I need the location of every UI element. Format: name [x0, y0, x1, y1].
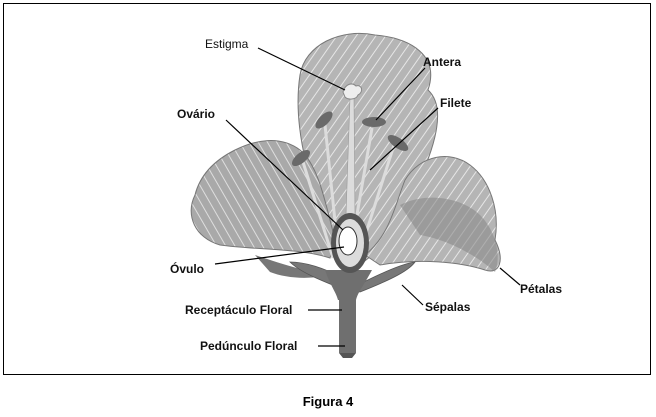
label-ovulo: Óvulo [170, 261, 204, 276]
ovule [338, 226, 358, 256]
right-sepal [351, 261, 416, 293]
label-filete: Filete [440, 96, 472, 110]
right-outer-petal [400, 197, 498, 272]
anther-mid [362, 117, 386, 127]
anther-left [291, 149, 311, 167]
leader-sepalas [401, 284, 424, 306]
peduncle [339, 298, 356, 353]
leader-ovulo [214, 246, 345, 265]
stigma [342, 83, 363, 100]
label-receptaculo: Receptáculo Floral [185, 303, 292, 317]
anther-left2 [315, 111, 333, 129]
figure-caption: Figura 4 [302, 394, 354, 409]
label-estigma: Estigma [205, 37, 249, 51]
leader-filete [369, 107, 439, 171]
label-pedunculo: Pedúnculo Floral [200, 339, 297, 353]
label-antera: Antera [423, 55, 461, 69]
label-sepalas: Sépalas [425, 300, 471, 314]
label-petalas: Pétalas [520, 282, 562, 296]
left-petal [190, 140, 336, 259]
receptacle [325, 270, 372, 300]
label-ovario: Ovário [177, 107, 215, 121]
leader-petalas [499, 267, 521, 286]
leader-antera [375, 67, 426, 121]
leader-estigma [257, 47, 346, 91]
anther-right [387, 134, 409, 152]
filament-left [301, 161, 335, 259]
leader-ovario [225, 119, 344, 231]
